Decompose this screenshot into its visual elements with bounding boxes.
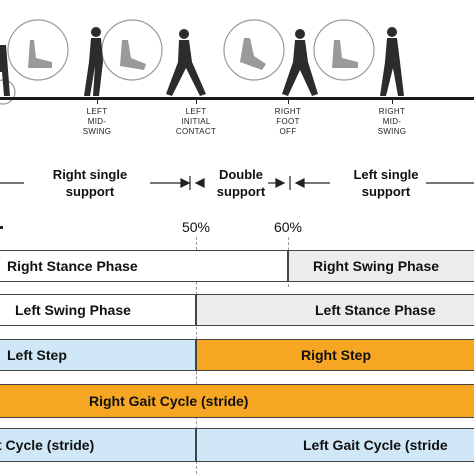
left-step-label: Left Step	[7, 347, 67, 363]
walking-figure-head	[387, 27, 397, 37]
walking-figure	[0, 45, 10, 96]
gait-illustration	[0, 19, 404, 105]
event-tick	[196, 98, 197, 104]
tick-mark	[0, 226, 3, 229]
foot-inset-icon	[240, 38, 266, 70]
right-stance-phase-bar: Right Stance Phase	[0, 250, 288, 282]
percent-60-label: 60%	[273, 219, 303, 235]
percent-50-label: 50%	[181, 219, 211, 235]
right-gait-cycle-label: Right Gait Cycle (stride)	[89, 393, 249, 409]
foot-inset-icon	[120, 40, 146, 70]
left-step-bar: Left Step	[0, 339, 196, 371]
left-swing-phase-bar: Left Swing Phase	[0, 294, 196, 326]
ground-line	[0, 97, 474, 100]
left-gait-cycle-bar: Left Gait Cycle (stride	[196, 428, 474, 462]
walking-figure	[84, 38, 103, 96]
left-gait-cycle-bar-partial: t Cycle (stride)	[0, 428, 196, 462]
left-stance-phase-bar: Left Stance Phase	[196, 294, 474, 326]
foot-inset-circle	[223, 19, 285, 81]
walking-figure	[282, 40, 318, 96]
support-arrows	[0, 176, 474, 190]
right-step-bar: Right Step	[196, 339, 474, 371]
left-stance-phase-label: Left Stance Phase	[315, 302, 436, 318]
right-swing-phase-label: Right Swing Phase	[313, 258, 440, 274]
foot-inset-circle	[101, 19, 163, 81]
foot-inset-icon	[28, 40, 52, 68]
left-gait-cycle-partial-label: t Cycle (stride)	[0, 437, 95, 453]
right-swing-phase-bar: Right Swing Phase	[288, 250, 474, 282]
walking-figure	[380, 38, 404, 96]
right-step-label: Right Step	[301, 347, 371, 363]
walking-figure-head	[91, 27, 101, 37]
event-tick	[97, 98, 98, 104]
foot-inset-circle	[7, 19, 69, 81]
left-swing-phase-label: Left Swing Phase	[15, 302, 131, 318]
left-gait-cycle-label: Left Gait Cycle (stride	[303, 437, 448, 453]
walking-figure-head	[179, 29, 189, 39]
event-tick	[392, 98, 393, 104]
walking-figure	[166, 40, 206, 96]
foot-inset-circle	[313, 19, 375, 81]
foot-inset-icon	[332, 40, 358, 68]
right-gait-cycle-bar: Right Gait Cycle (stride)	[0, 384, 474, 418]
right-stance-phase-label: Right Stance Phase	[7, 258, 138, 274]
walking-figure-head	[295, 29, 305, 39]
event-tick	[288, 98, 289, 104]
